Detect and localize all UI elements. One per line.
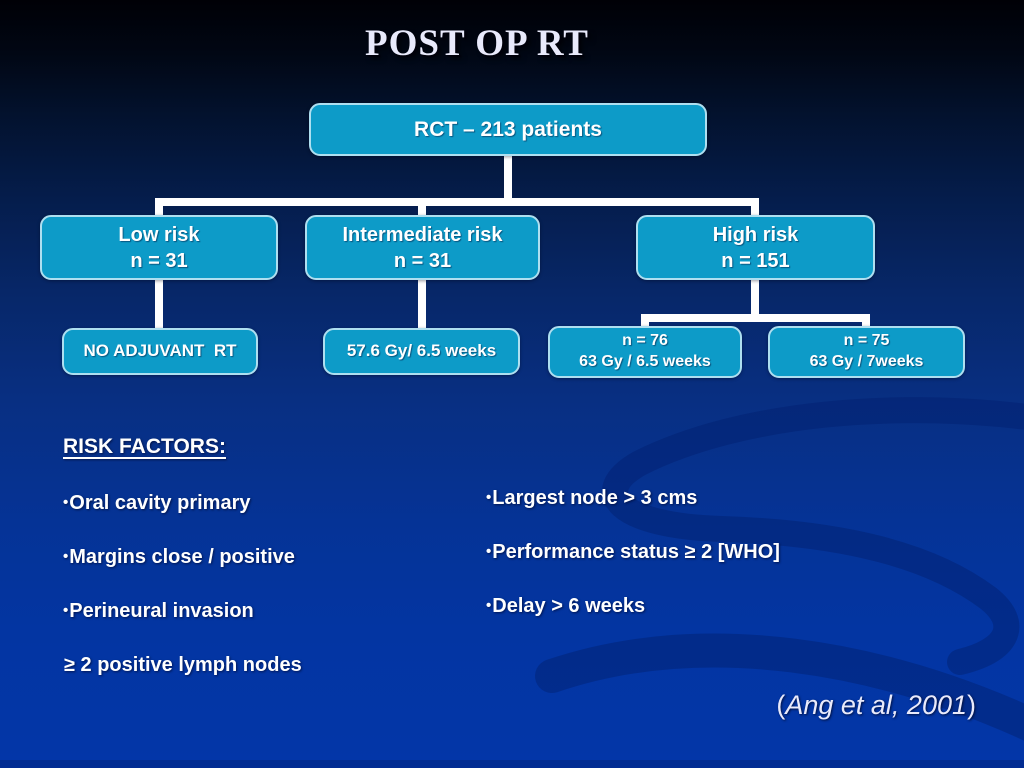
connector-low-child-vertical (155, 279, 163, 330)
node-label-line2: n = 151 (721, 249, 790, 272)
bottom-edge-strip (0, 760, 1024, 768)
connector-root-vertical (504, 155, 512, 203)
node-n75: n = 75 63 Gy / 7weeks (768, 326, 965, 378)
risk-factors-heading: RISK FACTORS: (63, 435, 226, 458)
node-label-line1: Low risk (118, 223, 200, 246)
node-label-line2: n = 31 (393, 249, 452, 272)
node-label-line1: n = 76 (622, 332, 668, 350)
connector-main-horizontal (155, 198, 759, 206)
risk-factor-item: •Oral cavity primary (63, 492, 250, 515)
node-high-risk: High risk n = 151 (636, 215, 875, 280)
risk-factor-text: Largest node > 3 cms (492, 487, 698, 509)
node-label: 57.6 Gy/ 6.5 weeks (346, 341, 497, 361)
risk-factor-text: ≥ 2 positive lymph nodes (64, 654, 302, 676)
slide-title: POST OP RT (365, 23, 589, 64)
risk-factor-item: •Perineural invasion (63, 600, 254, 623)
node-label: NO ADJUVANT RT (83, 341, 237, 361)
connector-intermediate-child-vertical (418, 279, 426, 330)
risk-factor-text: Performance status ≥ 2 [WHO] (492, 541, 780, 563)
node-rct-root: RCT – 213 patients (309, 103, 707, 156)
connector-high-child-vertical (751, 279, 759, 319)
risk-factor-text: Margins close / positive (69, 546, 295, 568)
bullet-icon: • (63, 602, 69, 619)
risk-factor-item: •Performance status ≥ 2 [WHO] (486, 541, 780, 564)
risk-factor-item: •Largest node > 3 cms (486, 487, 697, 510)
node-label-line2: 63 Gy / 6.5 weeks (579, 353, 711, 370)
node-no-adjuvant-rt: NO ADJUVANT RT (62, 328, 258, 375)
node-label-line2: 63 Gy / 7weeks (809, 353, 924, 370)
node-label-line2: n = 31 (130, 249, 188, 272)
citation: (Ang et al, 2001) (776, 690, 976, 721)
node-label-line1: Intermediate risk (342, 223, 503, 246)
risk-factor-item: •Margins close / positive (63, 546, 295, 569)
citation-text: Ang et al, 2001 (785, 690, 967, 720)
citation-open-paren: ( (776, 690, 786, 720)
bullet-icon: • (63, 548, 69, 565)
risk-factor-item: •≥ 2 positive lymph nodes (63, 654, 302, 677)
bullet-icon: • (486, 597, 492, 614)
node-label-line1: n = 75 (843, 332, 890, 350)
node-intermediate-risk: Intermediate risk n = 31 (305, 215, 540, 280)
connector-intermediate-stub (418, 205, 426, 217)
connector-low-stub (155, 198, 163, 217)
bullet-icon: • (63, 494, 69, 511)
bullet-icon: • (486, 543, 492, 560)
citation-close-paren: ) (967, 690, 976, 720)
node-label: RCT – 213 patients (414, 117, 602, 141)
bullet-icon: • (486, 489, 492, 506)
node-576gy: 57.6 Gy/ 6.5 weeks (323, 328, 520, 375)
risk-factor-item: •Delay > 6 weeks (486, 595, 645, 618)
connector-high-stub (751, 205, 759, 217)
node-label-line1: High risk (712, 223, 799, 246)
connector-high-child2-stub (862, 314, 870, 328)
connector-high-children-horizontal (641, 314, 870, 322)
risk-factor-text: Delay > 6 weeks (492, 595, 646, 617)
node-low-risk: Low risk n = 31 (40, 215, 278, 280)
risk-factor-text: Oral cavity primary (69, 492, 251, 514)
connector-high-child1-stub (641, 314, 649, 328)
node-n76: n = 76 63 Gy / 6.5 weeks (548, 326, 742, 378)
risk-factor-text: Perineural invasion (69, 600, 254, 622)
